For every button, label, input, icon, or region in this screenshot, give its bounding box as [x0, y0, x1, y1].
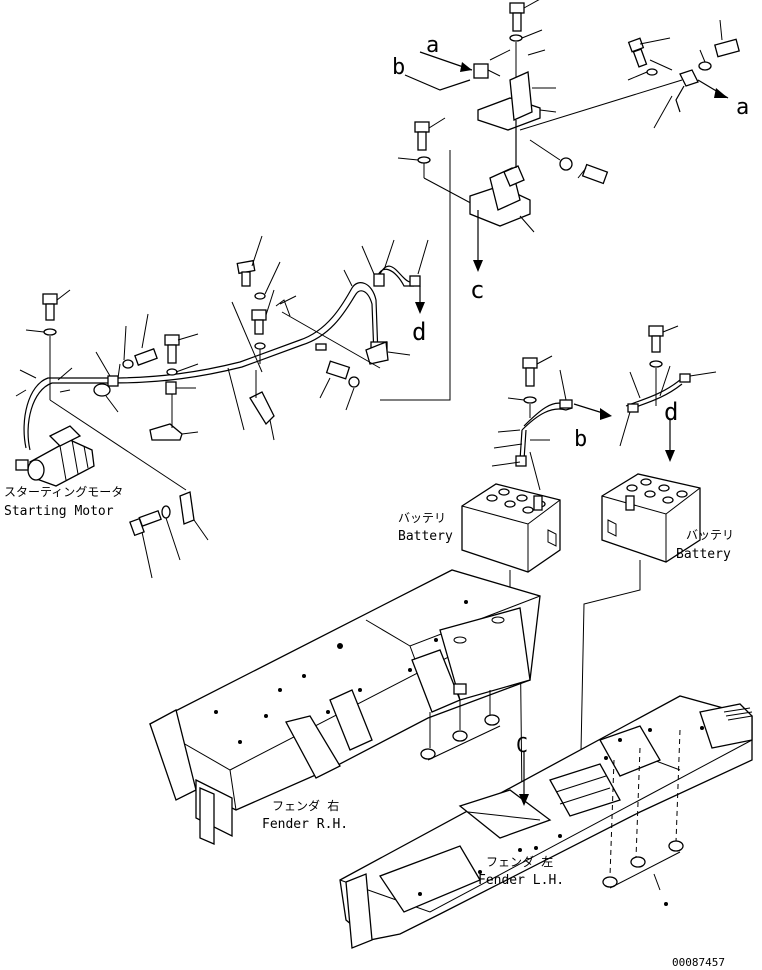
battery-cables: b d — [491, 325, 717, 491]
battery-left: バッテリ Battery — [398, 483, 561, 573]
fender-rh-label-jp: フェンダ 右 — [272, 798, 339, 813]
starting-motor: スターティングモータ Starting Motor — [4, 425, 123, 519]
drawing-number: 00087457 — [672, 956, 725, 969]
ref-a-right: a — [736, 95, 749, 120]
battery-right: バッテリ Battery — [601, 473, 734, 563]
fender-rh-label-en: Fender R.H. — [262, 817, 348, 832]
battery-left-label-jp: バッテリ — [398, 511, 446, 525]
ref-a-top: a — [426, 33, 439, 58]
battery-relay-bracket-assembly: a b a — [380, 0, 749, 401]
fender-lh: C フェンダ 左 Fender L.H. — [339, 695, 753, 949]
ref-b-battery: b — [574, 427, 587, 452]
motor-mounting-hardware — [129, 491, 209, 579]
ref-d-harness: d — [412, 318, 426, 346]
battery-right-label-jp: バッテリ — [686, 528, 734, 542]
ref-c-fender: C — [516, 733, 528, 757]
ref-c-upper: c — [470, 276, 484, 304]
fender-lh-label-jp: フェンダ 左 — [486, 854, 553, 869]
battery-right-label-en: Battery — [676, 547, 731, 562]
starting-motor-label-jp: スターティングモータ — [4, 485, 123, 499]
ref-b-top: b — [392, 55, 405, 80]
starting-motor-label-en: Starting Motor — [4, 504, 114, 519]
ref-d-battery: d — [664, 398, 678, 426]
battery-left-label-en: Battery — [398, 529, 453, 544]
fender-lh-label-en: Fender L.H. — [478, 873, 564, 888]
fender-rh: フェンダ 右 Fender R.H. — [148, 569, 541, 845]
starter-wiring-harness: d — [15, 235, 429, 491]
